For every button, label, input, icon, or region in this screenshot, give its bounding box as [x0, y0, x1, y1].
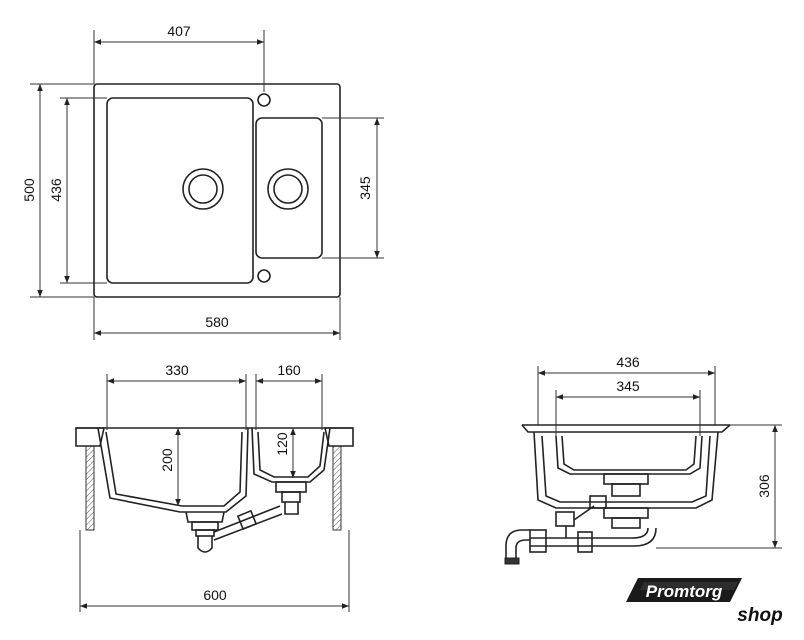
- dim-label-600: 600: [203, 587, 227, 603]
- dim-label-436-top: 436: [48, 178, 64, 202]
- dim-label-330: 330: [165, 362, 189, 378]
- main-bowl-front: [97, 427, 249, 513]
- dim-label-345-top: 345: [357, 176, 373, 200]
- small-bowl-top: [255, 117, 323, 259]
- dim-label-345-side: 345: [616, 378, 640, 394]
- front-view: 330 160 200 120 600: [75, 362, 354, 612]
- small-bowl-front: [251, 427, 331, 483]
- dim-label-436-side: 436: [616, 354, 640, 370]
- sink-outline-top: [93, 83, 341, 298]
- logo-line1: Promtorg: [646, 582, 723, 601]
- dim-label-160: 160: [277, 362, 301, 378]
- top-view: 407 500 436 345 580: [21, 23, 384, 340]
- main-bowl-top: [106, 97, 254, 284]
- countertop-left: [85, 445, 95, 531]
- side-view: 436 345 306: [504, 354, 782, 565]
- dim-label-580: 580: [205, 314, 229, 330]
- dim-label-500: 500: [21, 178, 37, 202]
- small-drain-icon: [267, 168, 309, 210]
- logo-line2: shop: [737, 605, 782, 626]
- countertop-right: [332, 445, 342, 531]
- dim-label-407: 407: [167, 23, 191, 39]
- dim-label-306: 306: [756, 474, 772, 498]
- dim-label-120: 120: [274, 432, 290, 456]
- tap-hole-icon-2: [257, 269, 271, 283]
- tap-hole-icon: [257, 93, 271, 107]
- promtorg-shop-logo: Promtorg shop: [626, 578, 783, 626]
- dim-label-200: 200: [159, 448, 175, 472]
- main-drain-icon: [182, 168, 224, 210]
